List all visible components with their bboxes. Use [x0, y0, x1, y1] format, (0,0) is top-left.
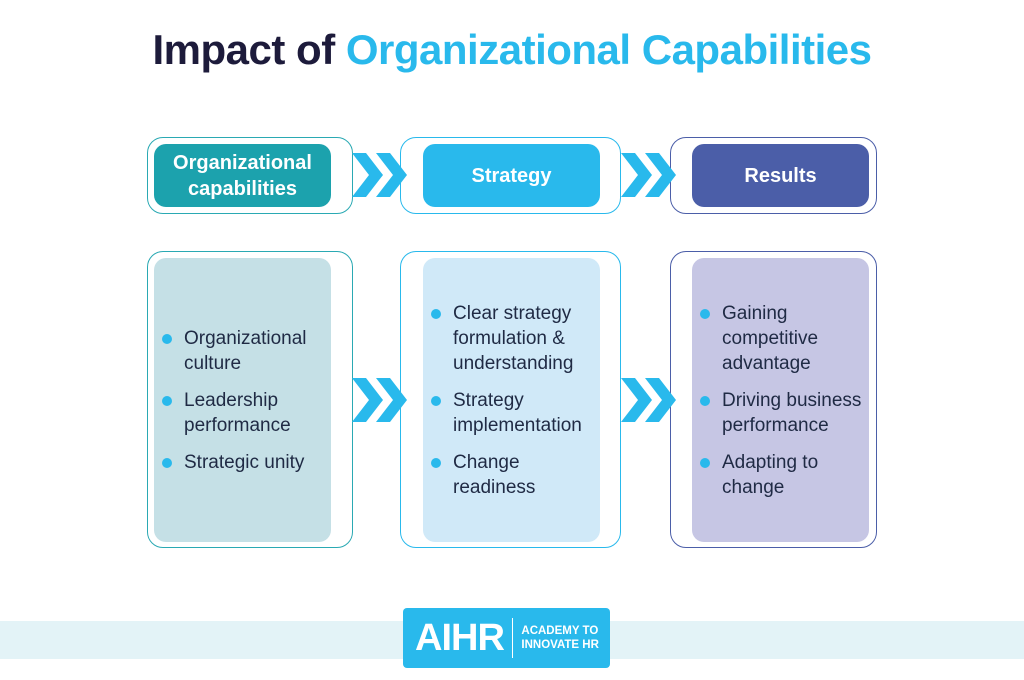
list-item: Strategy implementation [431, 388, 598, 438]
logo-divider [511, 618, 514, 658]
bullet-icon [700, 457, 710, 468]
aihr-logo: AIHR ACADEMY TO INNOVATE HR [403, 608, 610, 668]
double-chevron-right-icon [352, 378, 407, 422]
bullet-icon [700, 308, 710, 319]
bullet-icon [162, 457, 172, 468]
stage1-panel: Organizational culture Leadership perfor… [154, 258, 331, 542]
list-item: Strategic unity [162, 450, 325, 475]
bullet-icon [431, 457, 441, 468]
double-chevron-right-icon [621, 153, 676, 197]
list-item: Leadership performance [162, 388, 325, 438]
list-item: Change readiness [431, 450, 598, 500]
page-title: Impact of Organizational Capabilities [152, 26, 872, 73]
bullet-icon [162, 395, 172, 406]
double-chevron-right-icon [621, 378, 676, 422]
list-item: Driving business performance [700, 388, 863, 438]
bullet-icon [700, 395, 710, 406]
stage2-header: Strategy [423, 144, 600, 207]
bullet-icon [431, 308, 441, 319]
stage3-panel: Gaining competitive advantage Driving bu… [692, 258, 869, 542]
bullet-icon [431, 395, 441, 406]
list-item: Adapting to change [700, 450, 863, 500]
list-item: Gaining competitive advantage [700, 301, 863, 376]
stage3-header: Results [692, 144, 869, 207]
list-item: Organizational culture [162, 326, 325, 376]
double-chevron-right-icon [352, 153, 407, 197]
stage1-header: Organizational capabilities [154, 144, 331, 207]
list-item: Clear strategy formulation & understandi… [431, 301, 598, 376]
stage2-panel: Clear strategy formulation & understandi… [423, 258, 600, 542]
bullet-icon [162, 333, 172, 344]
